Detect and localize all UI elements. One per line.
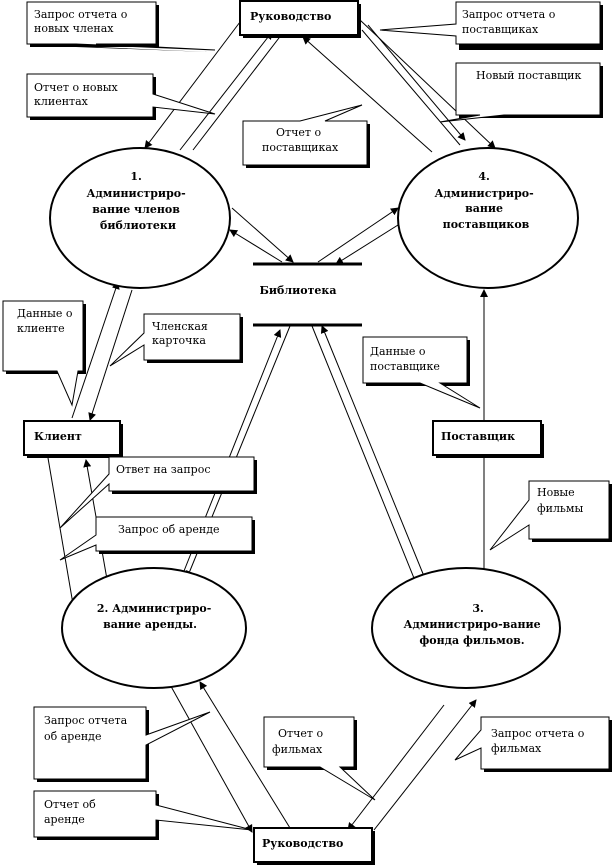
svg-text:Данные о клиенте: Данные о клиенте	[17, 307, 76, 335]
flow-band-new-supplier	[361, 29, 461, 146]
svg-text:Руководство: Руководство	[250, 10, 331, 23]
process-1: 1. Администриро- вание членов библиотеки	[49, 147, 231, 289]
flow-arrow-suppliers-request	[359, 19, 496, 149]
svg-text:Новые фильмы: Новые фильмы	[537, 486, 583, 515]
callout-new-supplier: Новый поставщик	[439, 62, 603, 123]
svg-text:Запрос отчета о новых чл: Запрос отчета о новых членах	[34, 8, 131, 35]
flow-arrow-member-card	[88, 289, 133, 421]
callout-client-data: Данные о клиенте	[2, 300, 86, 407]
callout-supplier-data: Данные о поставщике	[362, 336, 481, 409]
svg-text:Клиент: Клиент	[34, 430, 82, 443]
flow-arrow-rental-report	[199, 681, 291, 829]
entity-management-bottom: Руководство	[253, 827, 375, 865]
callout-member-card: Членская карточка	[109, 313, 243, 367]
flow-arrow-new-supplier	[367, 24, 466, 141]
callout-new-films: Новые фильмы	[489, 480, 612, 551]
flow-arrow-p1-to-library	[231, 207, 294, 263]
callout-rental-report-request: Запрос отчета об аренде	[33, 706, 211, 782]
callout-films-report-request: Запрос отчета о фильмах	[454, 716, 612, 772]
callout-new-clients-report: Отчет о новых клиентах	[26, 73, 216, 120]
process-2: 2. Администриро- вание аренды.	[61, 567, 247, 689]
svg-text:Отчет о фильмах: Отчет о фильмах	[272, 727, 327, 756]
process-3-label: 3. Администриро-вание фонда фильмов.	[404, 602, 545, 647]
flow-arrow-rental-request	[47, 457, 77, 611]
callout-suppliers-request: Запрос отчета о поставщиках	[379, 1, 603, 50]
svg-text:Новый поставщик: Новый поставщик	[476, 69, 582, 82]
flow-arrow-client-data	[71, 281, 120, 419]
flow-band-new-clients-report	[192, 33, 283, 151]
callout-rental-request: Запрос об аренде	[59, 516, 255, 561]
svg-text:Запрос об аренде: Запрос об аренде	[118, 523, 220, 536]
flow-arrow-library-to-p4	[317, 207, 399, 263]
flow-arrow-new-clients-report	[179, 31, 273, 151]
process-1-label: 1. Администриро- вание членов библиотеки	[86, 170, 189, 232]
callout-request-answer: Ответ на запрос	[59, 456, 257, 529]
flow-arrow-films-report-request	[373, 699, 477, 831]
svg-text:Запрос отчета о поставщи: Запрос отчета о поставщиках	[462, 8, 559, 36]
flow-arrow-library-to-p1	[229, 229, 283, 263]
svg-text:Ответ на запрос: Ответ на запрос	[116, 463, 211, 476]
process-2-label: 2. Администриро- вание аренды.	[97, 602, 215, 631]
entity-supplier: Поставщик	[432, 420, 544, 458]
flow-arrow-p4-to-library	[335, 224, 399, 265]
flow-arrow-p3-to-library	[320, 325, 429, 587]
flow-arrow-library-to-p3	[311, 325, 420, 589]
flow-arrow-new-members-request	[144, 21, 241, 149]
svg-text:Запрос отчета о фильмах: Запрос отчета о фильмах	[491, 727, 588, 755]
svg-text:Запрос отчета об аренде: Запрос отчета об аренде	[44, 714, 131, 743]
entity-client: Клиент	[23, 420, 123, 458]
data-store-library: Библиотека	[253, 262, 362, 327]
data-store-label: Библиотека	[259, 284, 336, 297]
process-4: 4. Администриро- вание поставщиков	[397, 147, 579, 289]
entity-management-top: Руководство	[239, 0, 361, 38]
callout-suppliers-report: Отчет о поставщиках	[242, 104, 370, 168]
svg-text:Руководство: Руководство	[262, 837, 343, 850]
svg-text:Отчет о новых клиентах: Отчет о новых клиентах	[34, 81, 121, 108]
svg-text:Отчет о поставщиках: Отчет о поставщиках	[262, 126, 339, 154]
svg-text:Данные о поставщике: Данные о поставщике	[370, 345, 440, 373]
flow-arrow-films-report	[347, 704, 445, 831]
flow-arrow-suppliers-report	[302, 36, 433, 153]
svg-text:Отчет об аренде: Отчет об аренде	[44, 798, 99, 826]
callout-new-members-request: Запрос отчета о новых членах	[26, 1, 216, 52]
process-4-label: 4. Администриро- вание поставщиков	[434, 170, 537, 231]
svg-text:Членская карточка: Членская карточка	[152, 320, 211, 347]
callout-films-report: Отчет о фильмах	[263, 716, 376, 801]
flow-lines	[47, 19, 496, 833]
callout-rental-report: Отчет об аренде	[33, 790, 253, 840]
svg-text:Поставщик: Поставщик	[441, 430, 515, 443]
process-3: 3. Администриро-вание фонда фильмов.	[371, 567, 561, 689]
